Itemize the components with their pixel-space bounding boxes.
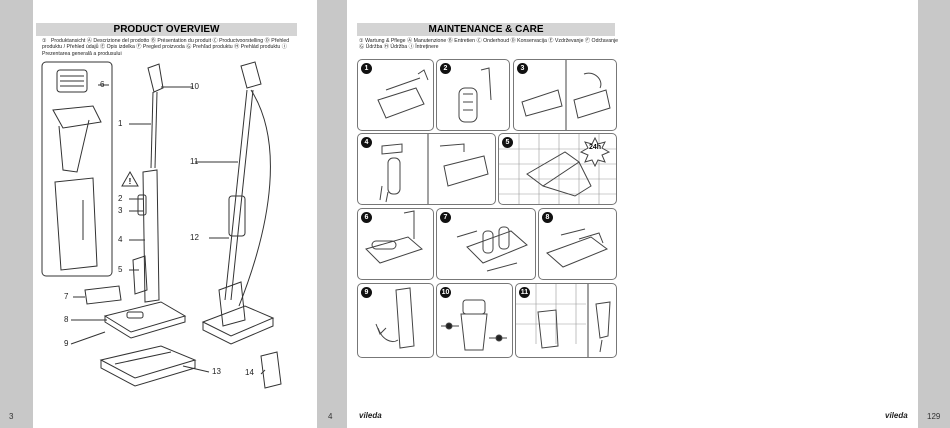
part-label: 8	[64, 315, 69, 324]
step-illustration	[375, 287, 415, 349]
step-number: 6	[361, 212, 372, 223]
step-panel-10: 10	[436, 283, 513, 358]
part-label: 5	[118, 265, 123, 274]
part-label: 11	[190, 157, 199, 166]
step-number: 9	[361, 287, 372, 298]
page-number: 129	[927, 412, 941, 421]
part-label: 12	[190, 233, 199, 242]
page-title: PRODUCT OVERVIEW	[36, 23, 297, 36]
step-panel-5: 5 24h	[498, 133, 617, 205]
step-illustration	[441, 299, 507, 351]
step-number: 11	[519, 287, 530, 298]
language-list: ① Wartung & Pflege Ⓐ Manutenzione Ⓑ Entr…	[359, 38, 619, 51]
step-illustration	[456, 226, 528, 272]
brand-logo: vileda	[359, 411, 382, 420]
step-illustration	[377, 69, 429, 119]
step-panel-3: 3	[513, 59, 617, 131]
drying-time-badge: 24h	[588, 144, 602, 151]
maintenance-care-page: MAINTENANCE & CARE ① Wartung & Pflege Ⓐ …	[328, 0, 940, 428]
step-panel-6: 6	[357, 208, 434, 280]
product-overview-illustration: !	[41, 61, 282, 389]
page-number: 3	[9, 412, 14, 421]
page-title: MAINTENANCE & CARE	[357, 23, 615, 36]
step-number: 10	[440, 287, 451, 298]
part-label: 4	[118, 235, 123, 244]
step-number: 1	[361, 63, 372, 74]
step-illustration	[499, 134, 616, 204]
language-list: ① Produktansicht Ⓐ Descrizione del prodo…	[42, 38, 290, 57]
step-illustration	[521, 60, 611, 130]
step-number: 4	[361, 137, 372, 148]
page-gutter-middle	[317, 0, 347, 428]
step-number: 8	[542, 212, 553, 223]
part-label: 9	[64, 339, 69, 348]
step-panel-9: 9	[357, 283, 434, 358]
product-overview-page: PRODUCT OVERVIEW ① Produktansicht Ⓐ Desc…	[9, 0, 317, 428]
step-panel-4: 4	[357, 133, 496, 205]
step-panel-8: 8	[538, 208, 617, 280]
page-gutter-right	[918, 0, 950, 428]
step-number: 2	[440, 63, 451, 74]
part-label: 2	[118, 194, 123, 203]
part-label: 13	[212, 367, 221, 376]
step-number: 5	[502, 137, 513, 148]
part-label: 3	[118, 206, 123, 215]
brand-logo: vileda	[885, 411, 908, 420]
step-illustration	[365, 210, 423, 264]
step-panel-2: 2	[436, 59, 510, 131]
page-number: 4	[328, 412, 333, 421]
step-panel-1: 1	[357, 59, 434, 131]
step-illustration	[546, 228, 609, 268]
step-illustration	[458, 67, 492, 123]
svg-text:!: !	[129, 177, 132, 186]
step-number: 7	[440, 212, 451, 223]
part-label: 7	[64, 292, 69, 301]
step-panel-7: 7	[436, 208, 536, 280]
step-illustration	[516, 284, 611, 357]
part-label: 1	[118, 119, 123, 128]
part-label: 14	[245, 368, 254, 377]
step-number: 3	[517, 63, 528, 74]
step-panel-11: 11	[515, 283, 617, 358]
step-illustration	[379, 134, 489, 204]
part-label: 10	[190, 82, 199, 91]
page-gutter-left	[0, 0, 33, 428]
part-label: 6	[100, 80, 105, 89]
